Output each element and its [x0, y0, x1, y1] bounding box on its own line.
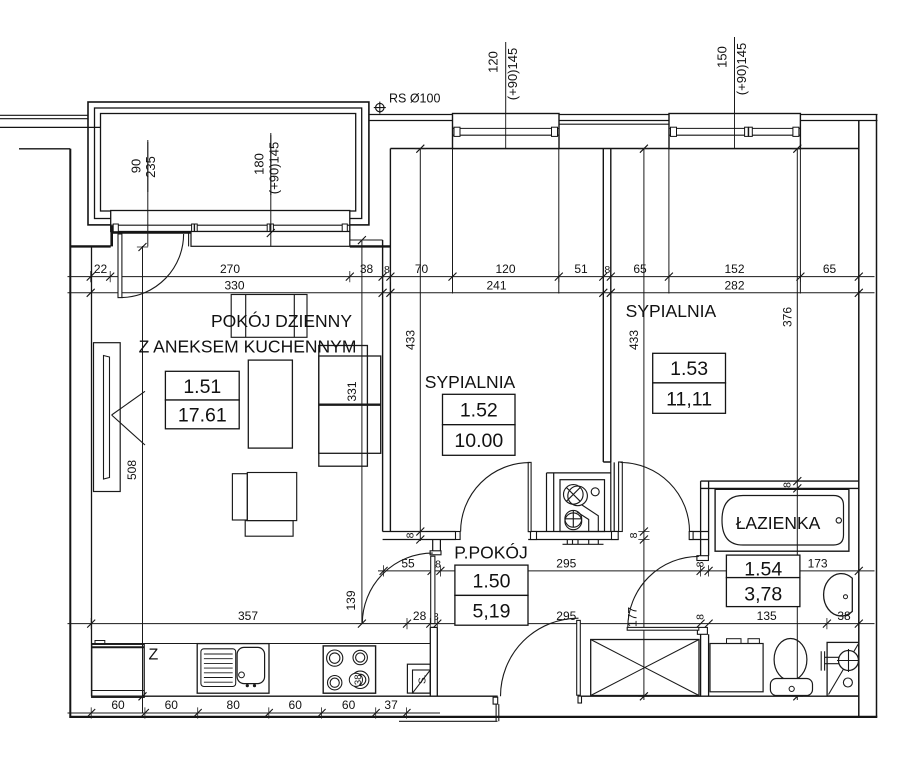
svg-text:SYPIALNIA: SYPIALNIA [626, 301, 717, 321]
svg-text:282: 282 [724, 278, 744, 292]
svg-text:8: 8 [628, 532, 640, 538]
svg-text:80: 80 [227, 698, 241, 712]
svg-text:8: 8 [781, 482, 793, 488]
svg-text:RS Ø100: RS Ø100 [389, 92, 440, 106]
svg-text:1.51: 1.51 [183, 376, 221, 398]
svg-text:22: 22 [94, 262, 108, 276]
svg-text:(+90)145: (+90)145 [267, 142, 282, 194]
svg-text:376: 376 [780, 307, 794, 327]
svg-text:70: 70 [415, 262, 429, 276]
svg-text:295: 295 [556, 556, 576, 570]
svg-text:37: 37 [384, 698, 398, 712]
svg-text:5,19: 5,19 [473, 601, 511, 623]
svg-text:8: 8 [695, 614, 707, 620]
svg-text:SYPIALNIA: SYPIALNIA [425, 372, 516, 392]
svg-text:180: 180 [252, 153, 267, 175]
svg-text:1.54: 1.54 [744, 559, 782, 581]
svg-text:S.: S. [418, 675, 429, 684]
svg-text:38: 38 [360, 262, 374, 276]
svg-text:270: 270 [220, 262, 240, 276]
svg-text:38: 38 [353, 675, 364, 686]
svg-text:295: 295 [556, 609, 576, 623]
svg-text:10.00: 10.00 [454, 430, 503, 452]
svg-text:90: 90 [129, 159, 144, 173]
svg-text:1.50: 1.50 [473, 570, 511, 592]
svg-text:508: 508 [125, 460, 139, 480]
svg-text:8: 8 [695, 561, 707, 567]
svg-text:235: 235 [143, 156, 158, 178]
svg-text:60: 60 [165, 698, 179, 712]
svg-text:331: 331 [345, 381, 359, 401]
svg-text:60: 60 [289, 698, 303, 712]
svg-text:8: 8 [433, 611, 439, 623]
svg-text:Z: Z [149, 647, 159, 664]
svg-text:8: 8 [604, 264, 610, 276]
svg-text:P.POKÓJ: P.POKÓJ [454, 542, 528, 563]
svg-text:139: 139 [344, 590, 358, 610]
svg-text:120: 120 [486, 51, 501, 73]
svg-text:65: 65 [823, 262, 837, 276]
svg-text:120: 120 [495, 262, 515, 276]
svg-text:152: 152 [724, 262, 744, 276]
svg-text:ŁAZIENKA: ŁAZIENKA [736, 513, 821, 533]
svg-text:11,11: 11,11 [666, 388, 712, 410]
svg-text:60: 60 [342, 698, 356, 712]
svg-text:433: 433 [627, 330, 641, 350]
svg-text:150: 150 [715, 46, 730, 68]
svg-text:433: 433 [403, 330, 417, 350]
svg-text:8: 8 [384, 264, 390, 276]
svg-text:Z ANEKSEM KUCHENNYM: Z ANEKSEM KUCHENNYM [139, 336, 357, 356]
svg-text:8: 8 [435, 558, 441, 570]
svg-text:3,78: 3,78 [744, 583, 782, 605]
svg-text:(+90)145: (+90)145 [734, 43, 749, 95]
svg-text:17.61: 17.61 [178, 405, 227, 427]
svg-text:135: 135 [757, 609, 777, 623]
svg-text:241: 241 [486, 278, 506, 292]
svg-text:330: 330 [224, 278, 244, 292]
svg-text:65: 65 [633, 262, 647, 276]
svg-text:8: 8 [405, 532, 417, 538]
svg-text:POKÓJ DZIENNY: POKÓJ DZIENNY [211, 310, 352, 331]
svg-text:357: 357 [238, 609, 258, 623]
svg-text:28: 28 [413, 609, 427, 623]
svg-text:1.53: 1.53 [670, 358, 708, 380]
svg-text:1.52: 1.52 [460, 400, 498, 422]
svg-text:173: 173 [808, 556, 828, 570]
svg-text:60: 60 [111, 698, 125, 712]
svg-text:(+90)145: (+90)145 [505, 48, 520, 100]
svg-text:55: 55 [401, 556, 415, 570]
svg-text:51: 51 [574, 262, 588, 276]
